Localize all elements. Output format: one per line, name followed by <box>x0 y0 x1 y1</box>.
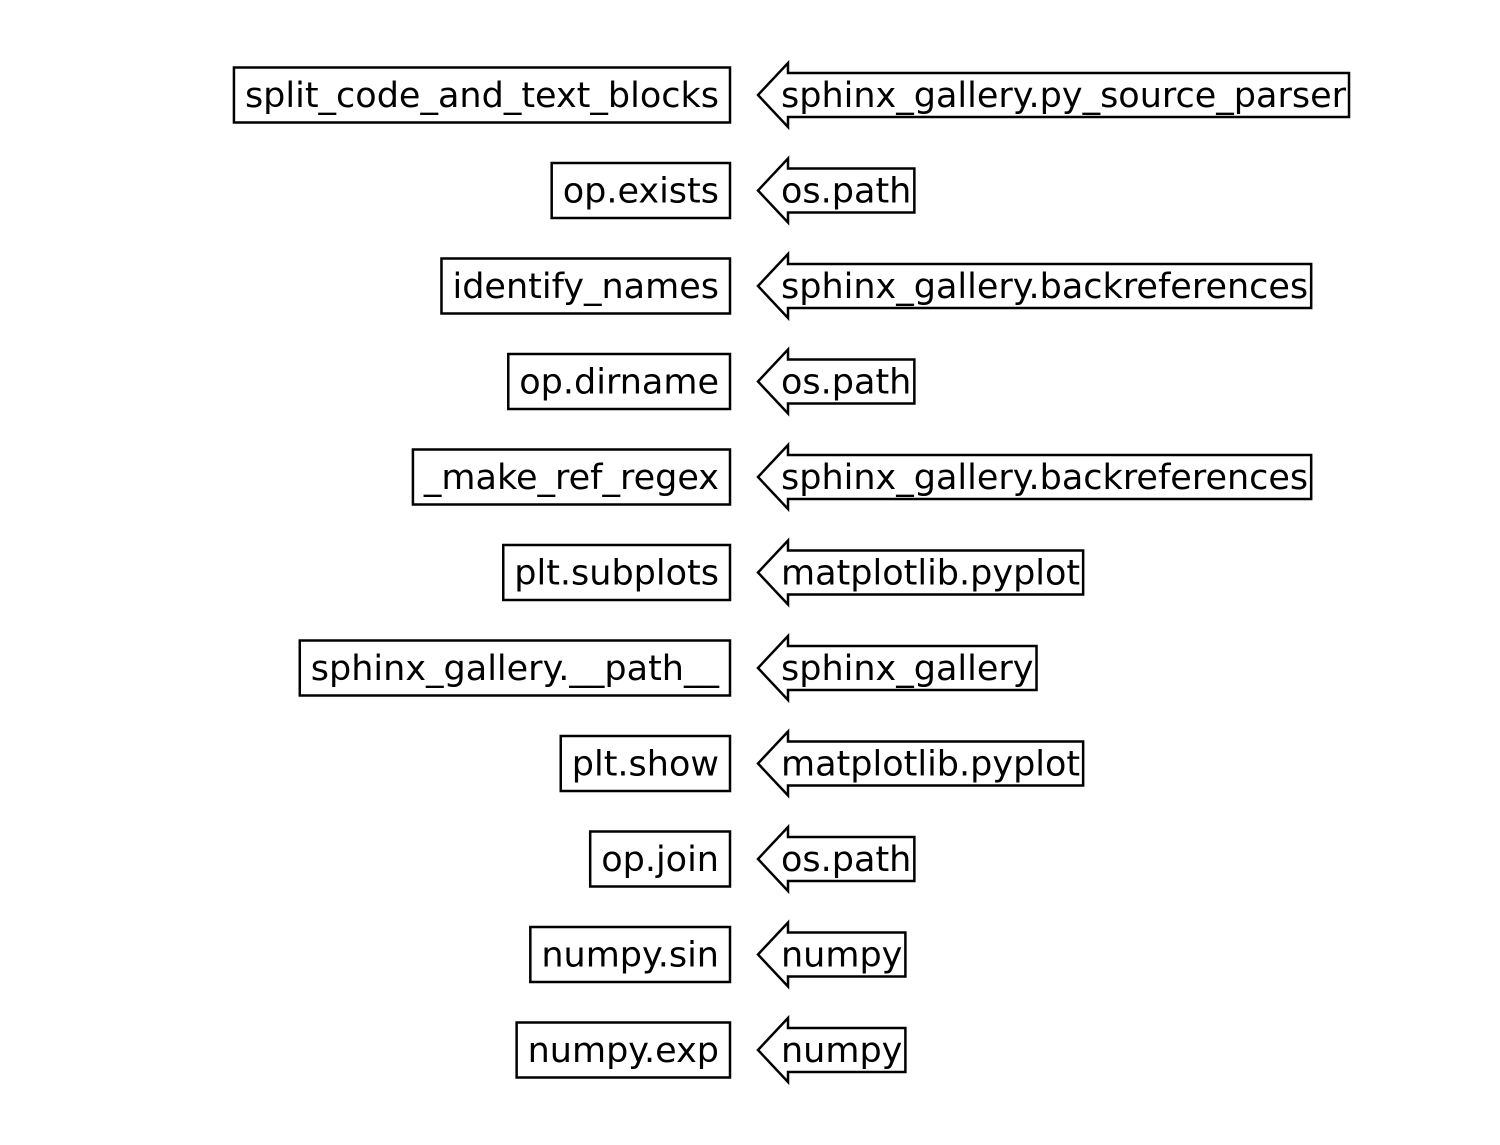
arrow-left-icon <box>756 59 1351 131</box>
module-label: os.path <box>781 172 911 212</box>
arrow-left-icon <box>756 823 916 895</box>
name-box <box>559 734 732 793</box>
name-box <box>298 639 732 697</box>
arrow-left-icon <box>756 1014 907 1086</box>
name-box <box>588 830 732 888</box>
name-box <box>440 257 732 315</box>
arrow-left-icon <box>756 155 916 226</box>
module-label: os.path <box>781 840 911 880</box>
row-2: identify_names sphinx_gallery.backreferen… <box>440 250 1313 322</box>
function-name-label: numpy.exp <box>528 1031 719 1071</box>
arrow-left-icon <box>756 250 1313 322</box>
module-label: numpy <box>781 936 902 976</box>
module-label: sphinx_gallery.backreferences <box>781 267 1308 307</box>
function-name-label: _make_ref_regex <box>423 458 719 498</box>
arrow-left-icon <box>756 919 907 990</box>
module-label: matplotlib.pyplot <box>781 554 1080 594</box>
arrow-left-icon <box>756 537 1085 608</box>
module-label: numpy <box>781 1031 902 1071</box>
arrow-left-icon <box>756 728 1085 799</box>
row-7: plt.show matplotlib.pyplot <box>559 728 1085 799</box>
module-label: matplotlib.pyplot <box>781 745 1080 785</box>
name-box <box>232 66 732 124</box>
rows-layer: split_code_and_text_blocks sphinx_gallery… <box>232 59 1351 1086</box>
arrow-left-icon <box>756 346 916 417</box>
function-name-label: sphinx_gallery.__path__ <box>311 649 720 689</box>
module-label: os.path <box>781 363 911 403</box>
row-5: plt.subplots matplotlib.pyplot <box>502 537 1085 608</box>
row-0: split_code_and_text_blocks sphinx_gallery… <box>232 59 1351 131</box>
row-1: op.exists os.path <box>550 155 916 226</box>
module-label: sphinx_gallery.py_source_parser <box>781 76 1347 116</box>
function-name-label: identify_names <box>452 267 719 307</box>
name-box <box>502 543 732 602</box>
name-box <box>411 448 732 506</box>
name-box <box>507 352 732 411</box>
function-name-label: op.dirname <box>519 363 719 403</box>
row-6: sphinx_gallery.__path__ sphinx_gallery <box>298 632 1038 704</box>
module-label: sphinx_gallery <box>781 649 1034 689</box>
row-4: _make_ref_regex sphinx_gallery.backrefere… <box>411 441 1313 513</box>
function-name-label: numpy.sin <box>541 936 719 976</box>
name-box <box>529 925 732 984</box>
name-box <box>515 1021 732 1079</box>
module-label: sphinx_gallery.backreferences <box>781 458 1308 498</box>
arrow-left-icon <box>756 441 1313 513</box>
row-3: op.dirname os.path <box>507 346 916 417</box>
name-box <box>550 161 732 220</box>
function-name-label: plt.show <box>572 745 719 785</box>
row-8: op.join os.path <box>588 823 916 895</box>
function-name-label: op.join <box>601 840 719 880</box>
row-10: numpy.exp numpy <box>515 1014 907 1086</box>
function-name-label: op.exists <box>563 172 719 212</box>
arrow-left-icon <box>756 632 1038 704</box>
function-name-label: split_code_and_text_blocks <box>245 76 719 116</box>
row-9: numpy.sin numpy <box>529 919 907 990</box>
function-name-label: plt.subplots <box>514 554 719 594</box>
